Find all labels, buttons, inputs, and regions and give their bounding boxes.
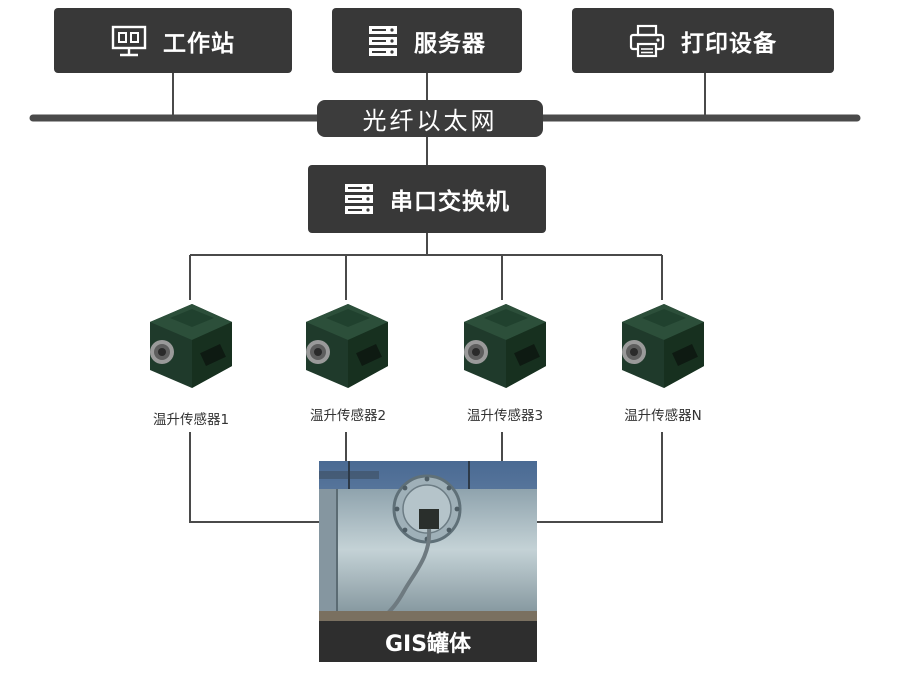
sensor-label-3: 温升传感器3 xyxy=(466,408,544,424)
serial-switch-node: 串口交换机 xyxy=(308,165,546,233)
sensor1-to-gis xyxy=(189,432,320,523)
sensor-device-2 xyxy=(296,300,392,392)
sensor-device-1 xyxy=(140,300,236,392)
workstation-label: 工作站 xyxy=(163,30,235,57)
monitor-icon xyxy=(111,25,147,57)
sensor-label-1: 温升传感器1 xyxy=(152,412,230,428)
server-icon xyxy=(368,25,398,57)
serial-switch-label: 串口交换机 xyxy=(390,189,510,215)
workstation-node: 工作站 xyxy=(54,8,292,73)
server-label: 服务器 xyxy=(414,30,486,57)
printer-node: 打印设备 xyxy=(572,8,834,73)
printer-label: 打印设备 xyxy=(681,30,777,57)
sensor-label-2: 温升传感器2 xyxy=(309,408,387,424)
sensor-device-3 xyxy=(454,300,550,392)
gis-tank-label: GIS罐体 xyxy=(319,621,537,662)
sensorN-to-gis xyxy=(537,432,663,523)
server-icon xyxy=(344,183,374,215)
sensor-device-4 xyxy=(612,300,708,392)
printer-icon xyxy=(629,24,665,58)
ethernet-label: 光纤以太网 xyxy=(317,100,543,137)
server-node: 服务器 xyxy=(332,8,522,73)
sensor-label-4: 温升传感器N xyxy=(624,408,702,424)
gis-tank-photo: GIS罐体 xyxy=(319,461,537,662)
